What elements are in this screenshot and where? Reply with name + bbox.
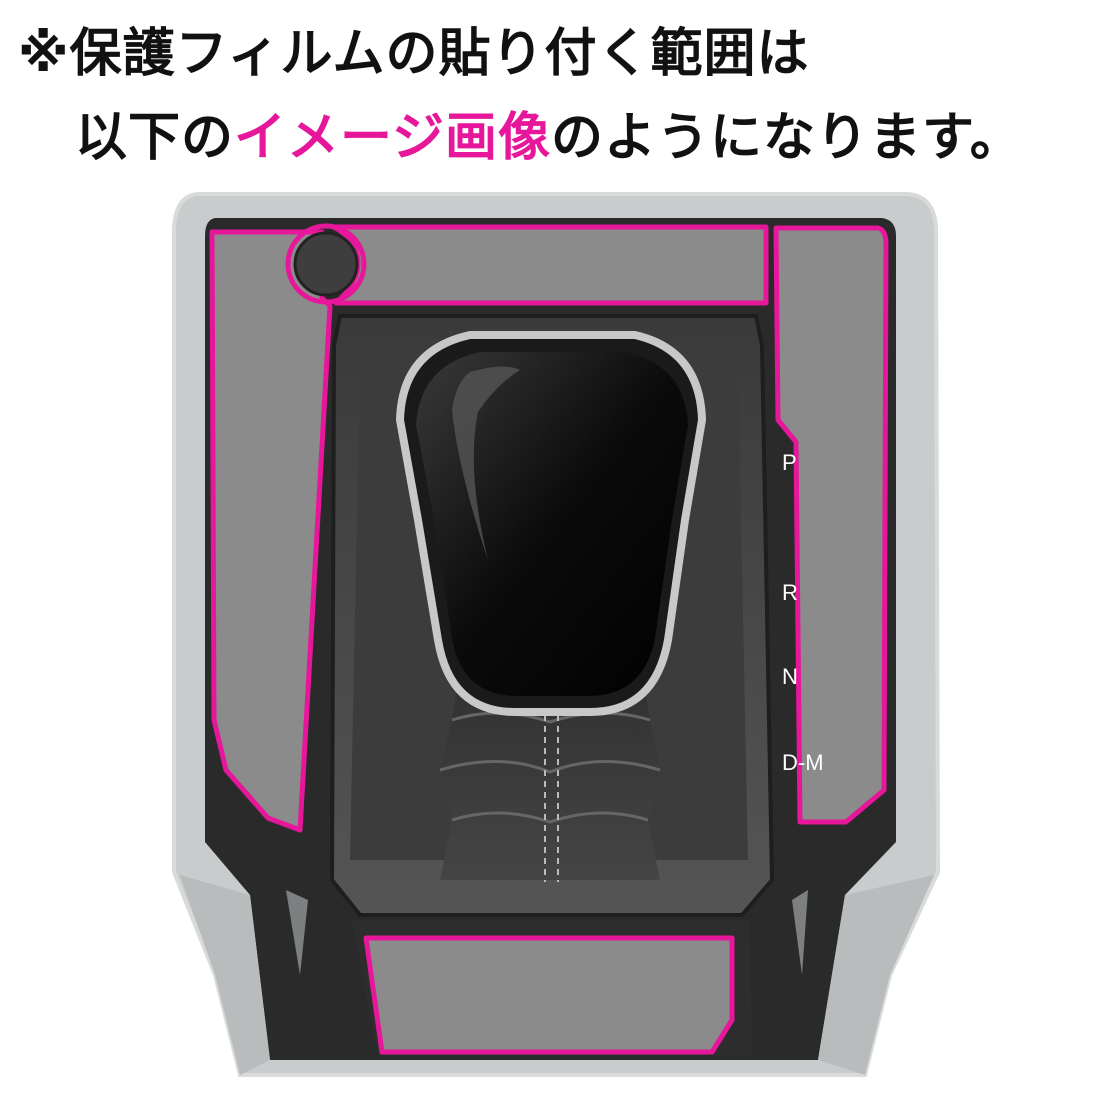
round-button-film	[285, 223, 367, 305]
film-right-panel	[773, 225, 889, 825]
boot-fold-1	[451, 711, 651, 724]
caption-line-2: 以下のイメージ画像のようになります。	[75, 106, 1023, 170]
lower-wing-right-inner	[792, 890, 808, 975]
film-top-strip	[331, 224, 769, 306]
caption-line-2-suffix: のようになります。	[550, 108, 1023, 168]
gear-letter-dm: D-M	[782, 750, 824, 775]
caption-highlight-image: イメージ画像	[234, 108, 551, 168]
lower-wing-left-inner	[286, 890, 308, 975]
caption-line-1: ※保護フィルムの貼り付く範囲は	[18, 22, 809, 86]
lower-wing-left	[180, 875, 270, 1075]
gear-letter-n: N	[782, 664, 798, 689]
lower-wing-right	[818, 875, 934, 1075]
boot-fold-3	[451, 811, 649, 824]
caption-line-2-prefix: 以下の	[75, 108, 235, 168]
film-bottom-strip	[363, 935, 735, 1055]
round-button	[293, 231, 359, 297]
boot-fold-2	[439, 759, 661, 774]
caption-line-1-text: ※保護フィルムの貼り付く範囲は	[18, 24, 810, 84]
gear-letter-p: P	[782, 450, 797, 475]
gear-letter-r: R	[782, 580, 798, 605]
shift-knob-highlight	[452, 366, 520, 560]
shift-knob	[416, 352, 688, 696]
